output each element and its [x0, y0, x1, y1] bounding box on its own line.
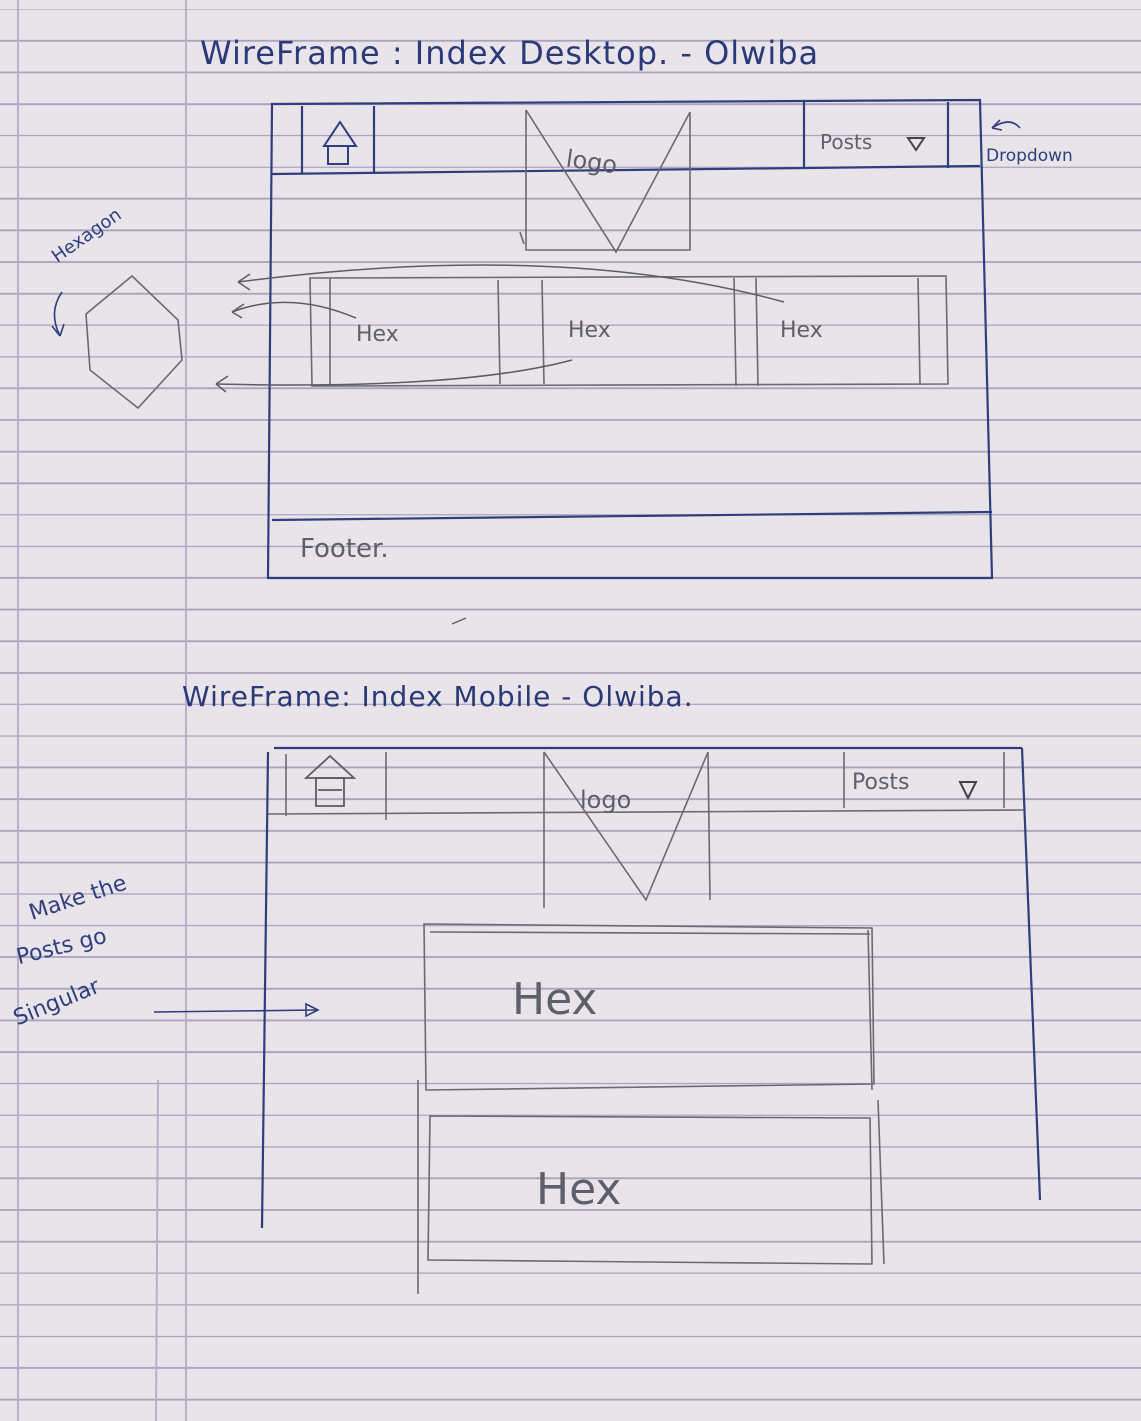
- dropdown-note-arrowhead: [991, 119, 1003, 131]
- mobile-title: WireFrame: Index Mobile - Olwiba.: [182, 680, 694, 713]
- desktop-wireframe: [266, 98, 994, 580]
- mobile-logo-label: logo: [580, 786, 632, 814]
- desktop-footer-line: [271, 510, 993, 522]
- desktop-hex-label-2: Hex: [568, 318, 611, 343]
- dropdown-note-arrow: [991, 121, 1021, 129]
- hexagon-icon: [85, 274, 183, 410]
- margin-line-main-2: [155, 1079, 159, 1421]
- mobile-header: [267, 752, 1025, 820]
- desktop-header-line: [271, 164, 981, 176]
- hexagon-note-arrow: [53, 291, 63, 337]
- desktop-frame: [266, 98, 994, 580]
- desktop-posts-label: Posts: [820, 130, 873, 154]
- desktop-logo-box: [519, 109, 691, 254]
- mobile-left-edge: [260, 751, 270, 1229]
- hexagon-note-arrowhead: [51, 323, 65, 337]
- dropdown-arrow-icon: [906, 137, 926, 152]
- dropdown-note: Dropdown: [986, 146, 1073, 166]
- mobile-hex-card-2: [417, 1080, 885, 1294]
- mobile-hex-label-2: Hex: [536, 1164, 622, 1215]
- mobile-logo-box: [543, 751, 711, 908]
- mobile-dropdown-arrow-icon: [958, 781, 978, 801]
- mobile-home-icon: [303, 754, 357, 807]
- stray-mark: [451, 617, 467, 625]
- mobile-note-arrow: [153, 1002, 320, 1018]
- mobile-hex-card-1: [423, 923, 875, 1091]
- hex-to-hexagon-arrows: [215, 264, 785, 393]
- desktop-hex-label-3: Hex: [780, 318, 823, 343]
- mobile-posts-label: Posts: [852, 770, 910, 795]
- desktop-hex-row: [309, 275, 949, 387]
- home-icon: [322, 120, 358, 165]
- mobile-right-edge: [1020, 747, 1042, 1201]
- desktop-footer-label: Footer.: [300, 534, 389, 564]
- desktop-hex-label-1: Hex: [356, 322, 399, 347]
- desktop-title: WireFrame : Index Desktop. - Olwiba: [200, 34, 820, 72]
- mobile-wireframe: [260, 746, 1042, 1229]
- mobile-hex-label-1: Hex: [512, 974, 598, 1025]
